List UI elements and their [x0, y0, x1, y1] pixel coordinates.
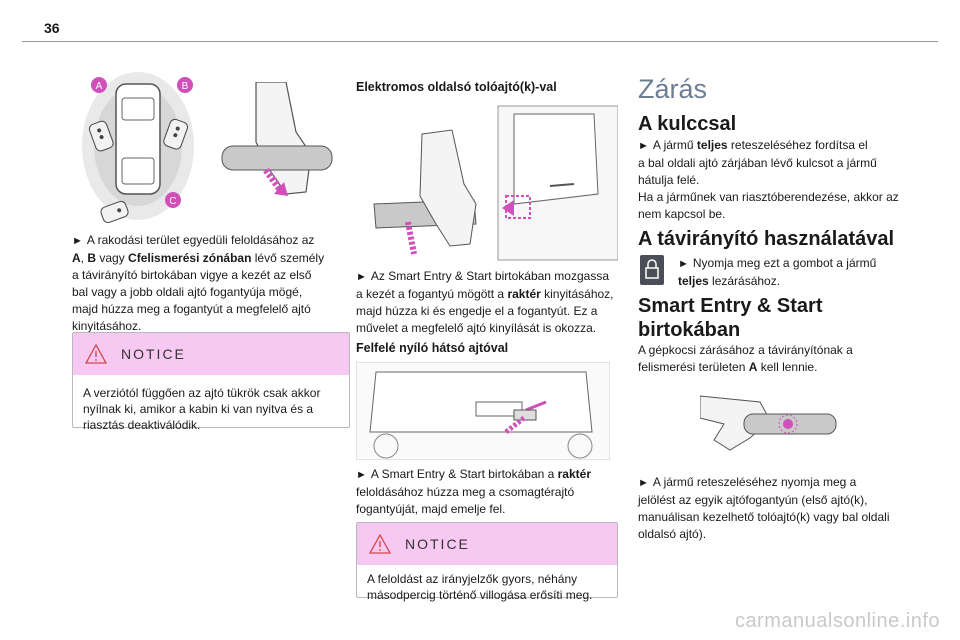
section-title-locking: Zárás [638, 74, 708, 104]
notice-title: NOTICE [405, 536, 470, 552]
col1-unlock-paragraph: ►A rakodási terület egyedüli feloldásáho… [72, 233, 325, 333]
notice-text: A verziótól függően az ajtó tükrök csak … [83, 386, 321, 432]
remote-heading: A távirányító használatával [638, 228, 895, 250]
key-paragraph: ►A jármű teljes reteszeléséhez fordítsa … [638, 138, 899, 221]
notice-title: NOTICE [121, 346, 186, 362]
notice-text: A feloldást az irányjelzők gyors, néhány… [367, 572, 593, 602]
zone-b-label: B [182, 81, 189, 92]
watermark: carmanualsonline.info [734, 610, 940, 632]
col2-tailgate-paragraph: ►A Smart Entry & Start birtokában a rakt… [356, 467, 591, 516]
zone-c-label: C [169, 196, 176, 207]
electric-sliding-door-heading: Elektromos oldalsó tolóajtó(k)-val [356, 80, 557, 94]
lock-button-icon [640, 255, 664, 285]
notice-header: NOTICE [357, 523, 617, 565]
notice-box-mirrors: NOTICE A verziótól függően az ajtó tükrö… [72, 332, 350, 432]
sliding-door-illustration [373, 105, 618, 261]
detection-zone-illustration: A B C [82, 72, 194, 224]
col2-sliding-paragraph: ►Az Smart Entry & Start birtokában mozga… [356, 269, 614, 335]
key-heading: A kulccsal [638, 113, 737, 135]
rear-tailgate-heading: Felfelé nyíló hátsó ajtóval [356, 341, 509, 355]
remote-paragraph: ►Nyomja meg ezt a gombot a jármű teljes … [678, 256, 877, 288]
notice-box-indicators: NOTICE A feloldást az irányjelzők gyors,… [356, 522, 618, 602]
lock-press-paragraph: ►A jármű reteszeléséhez nyomja meg a jel… [638, 475, 890, 541]
zone-a-label: A [96, 81, 103, 92]
page-number: 36 [44, 20, 60, 36]
smart-entry-paragraph: A gépkocsi zárásához a távirányítónak a … [638, 343, 853, 374]
warning-icon [85, 344, 107, 364]
hand-on-handle-illustration [221, 82, 333, 196]
tailgate-illustration [356, 362, 610, 460]
handle-lock-press-illustration [700, 395, 837, 451]
warning-icon [369, 534, 391, 554]
notice-header: NOTICE [73, 333, 349, 375]
header-rule [22, 41, 938, 42]
